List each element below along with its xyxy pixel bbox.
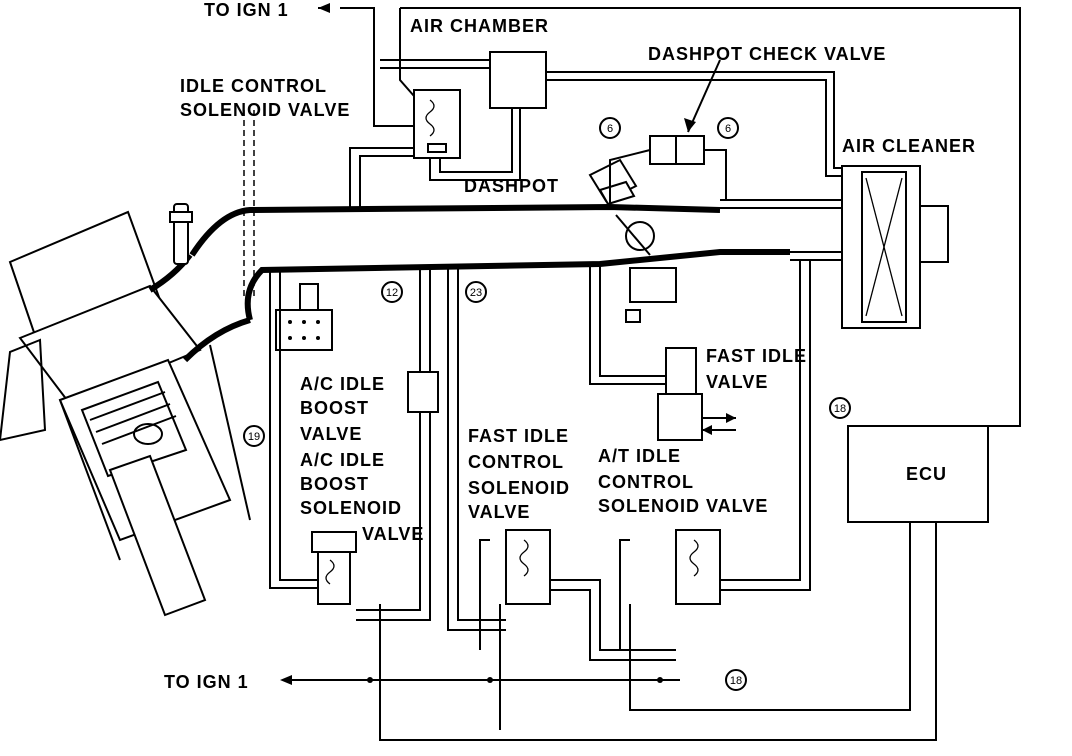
- label-ac-boost-sol-3: SOLENOID: [300, 498, 402, 518]
- fast-idle-control-solenoid-valve: [505, 529, 551, 605]
- label-at-3: SOLENOID VALVE: [598, 496, 768, 516]
- engine-cylinder: [0, 203, 251, 617]
- ac-idle-boost-solenoid-valve: [311, 531, 357, 605]
- label-air-chamber: AIR CHAMBER: [410, 16, 549, 36]
- hose-number-18a: 18: [834, 403, 846, 415]
- label-air-cleaner: AIR CLEANER: [842, 136, 976, 156]
- label-idle-control-1: IDLE CONTROL: [180, 76, 327, 96]
- label-ac-boost-sol-2: BOOST: [300, 474, 369, 494]
- dashpot: [588, 158, 638, 206]
- label-fic-4: VALVE: [468, 502, 530, 522]
- hose-marker-6a: [599, 117, 621, 139]
- intake-manifold: [189, 203, 790, 323]
- hose-number-12: 12: [386, 287, 398, 299]
- label-ac-boost-sol-4: VALVE: [362, 524, 424, 544]
- label-fic-3: SOLENOID: [468, 478, 570, 498]
- label-fic-1: FAST IDLE: [468, 426, 569, 446]
- fast-idle-valve: [657, 347, 736, 441]
- hose-marker-18b: [725, 669, 747, 691]
- ac-idle-boost-valve: [275, 283, 333, 351]
- ecu-box: [847, 425, 989, 523]
- label-to-ign1-bottom: TO IGN 1: [164, 672, 249, 692]
- label-fast-idle-valve-2: VALVE: [706, 372, 768, 392]
- air-chamber: [489, 51, 547, 109]
- hose-number-6b: 6: [725, 123, 731, 135]
- wiring: [280, 3, 1021, 741]
- hose-marker-19: [243, 425, 265, 447]
- dashpot-check-valve: [649, 59, 721, 165]
- label-fast-idle-valve-1: FAST IDLE: [706, 346, 807, 366]
- label-ac-boost-sol-1: A/C IDLE: [300, 450, 385, 470]
- label-fic-2: CONTROL: [468, 452, 564, 472]
- hose-number-19: 19: [248, 431, 260, 443]
- inline-filter: [407, 371, 439, 413]
- label-ac-boost-valve-1: A/C IDLE: [300, 374, 385, 394]
- hose-marker-23: [465, 281, 487, 303]
- label-idle-control-2: SOLENOID VALVE: [180, 100, 350, 120]
- hose-marker-12: [381, 281, 403, 303]
- air-cleaner: [841, 165, 949, 329]
- hose-marker-6b: [717, 117, 739, 139]
- hose-number-markers: 6 6 12 23 19 18 18: [243, 117, 851, 691]
- hose-marker-18a: [829, 397, 851, 419]
- label-to-ign1-top: TO IGN 1: [204, 0, 289, 20]
- label-dashpot: DASHPOT: [464, 176, 559, 196]
- label-ecu: ECU: [906, 464, 947, 484]
- hose-number-18b: 18: [730, 675, 742, 687]
- label-ac-boost-valve-2: BOOST: [300, 398, 369, 418]
- label-dashpot-check-valve: DASHPOT CHECK VALVE: [648, 44, 886, 64]
- hose-number-6a: 6: [607, 123, 613, 135]
- idle-control-solenoid-valve: [413, 89, 461, 159]
- component-labels: TO IGN 1 AIR CHAMBER IDLE CONTROL SOLENO…: [164, 0, 976, 692]
- label-at-2: CONTROL: [598, 472, 694, 492]
- hose-number-23: 23: [470, 287, 482, 299]
- label-at-1: A/T IDLE: [598, 446, 681, 466]
- label-ac-boost-valve-3: VALVE: [300, 424, 362, 444]
- at-idle-control-solenoid-valve: [675, 529, 721, 605]
